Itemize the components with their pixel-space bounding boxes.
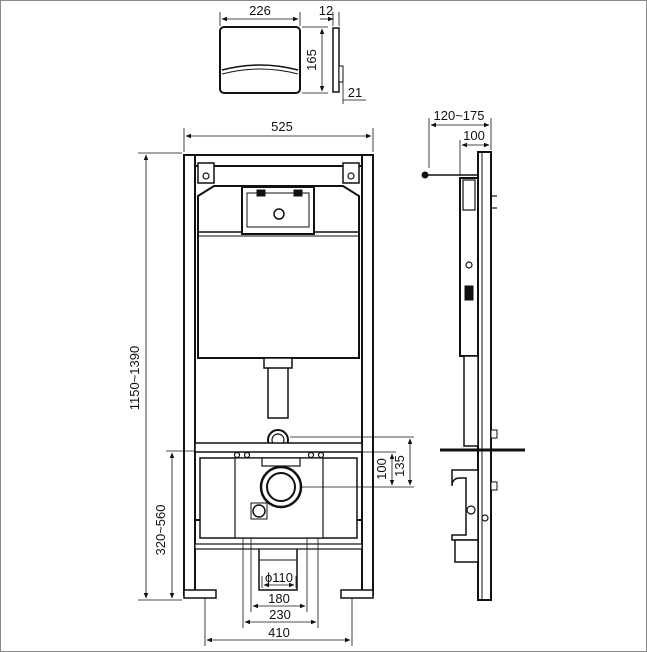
dimension-outlet-diameter xyxy=(261,576,297,588)
mount-range-label: 320~560 xyxy=(153,505,168,556)
span-180-label: 180 xyxy=(268,591,290,606)
frame-width-label: 525 xyxy=(271,119,293,134)
frame-height-label: 1150~1390 xyxy=(127,346,142,410)
outlet-height-100-label: 100 xyxy=(374,458,389,480)
dimension-span-180 xyxy=(250,538,308,612)
dimension-wall-depth xyxy=(428,118,492,168)
dimension-plate-height xyxy=(302,26,328,94)
outlet-diameter-label: ϕ110 xyxy=(265,570,293,585)
dimension-foot-spacing xyxy=(204,598,353,646)
wall-depth-label: 120~175 xyxy=(434,108,485,123)
plate-depth-label: 12 xyxy=(319,3,333,18)
plate-offset-label: 21 xyxy=(348,85,362,100)
frame-side xyxy=(421,151,525,601)
span-230-label: 230 xyxy=(269,607,291,622)
frame-front xyxy=(183,154,374,599)
dimension-plate-depth xyxy=(320,12,340,26)
dimension-frame-height xyxy=(138,152,182,601)
flush-plate-front xyxy=(219,26,301,94)
side-depth-label: 100 xyxy=(463,128,485,143)
outlet-height-135-label: 135 xyxy=(392,455,407,477)
plate-height-label: 165 xyxy=(304,49,319,71)
dimension-frame-width xyxy=(183,128,374,152)
dimension-side-depth xyxy=(459,140,490,176)
foot-spacing-label: 410 xyxy=(268,625,290,640)
dimension-span-230 xyxy=(242,538,319,628)
dimension-plate-width xyxy=(219,12,301,26)
flush-plate-side xyxy=(332,27,344,93)
dimension-outlet-height xyxy=(290,436,414,488)
dimension-mount-range xyxy=(166,450,196,599)
plate-width-label: 226 xyxy=(249,3,271,18)
dimension-plate-offset xyxy=(342,82,366,104)
